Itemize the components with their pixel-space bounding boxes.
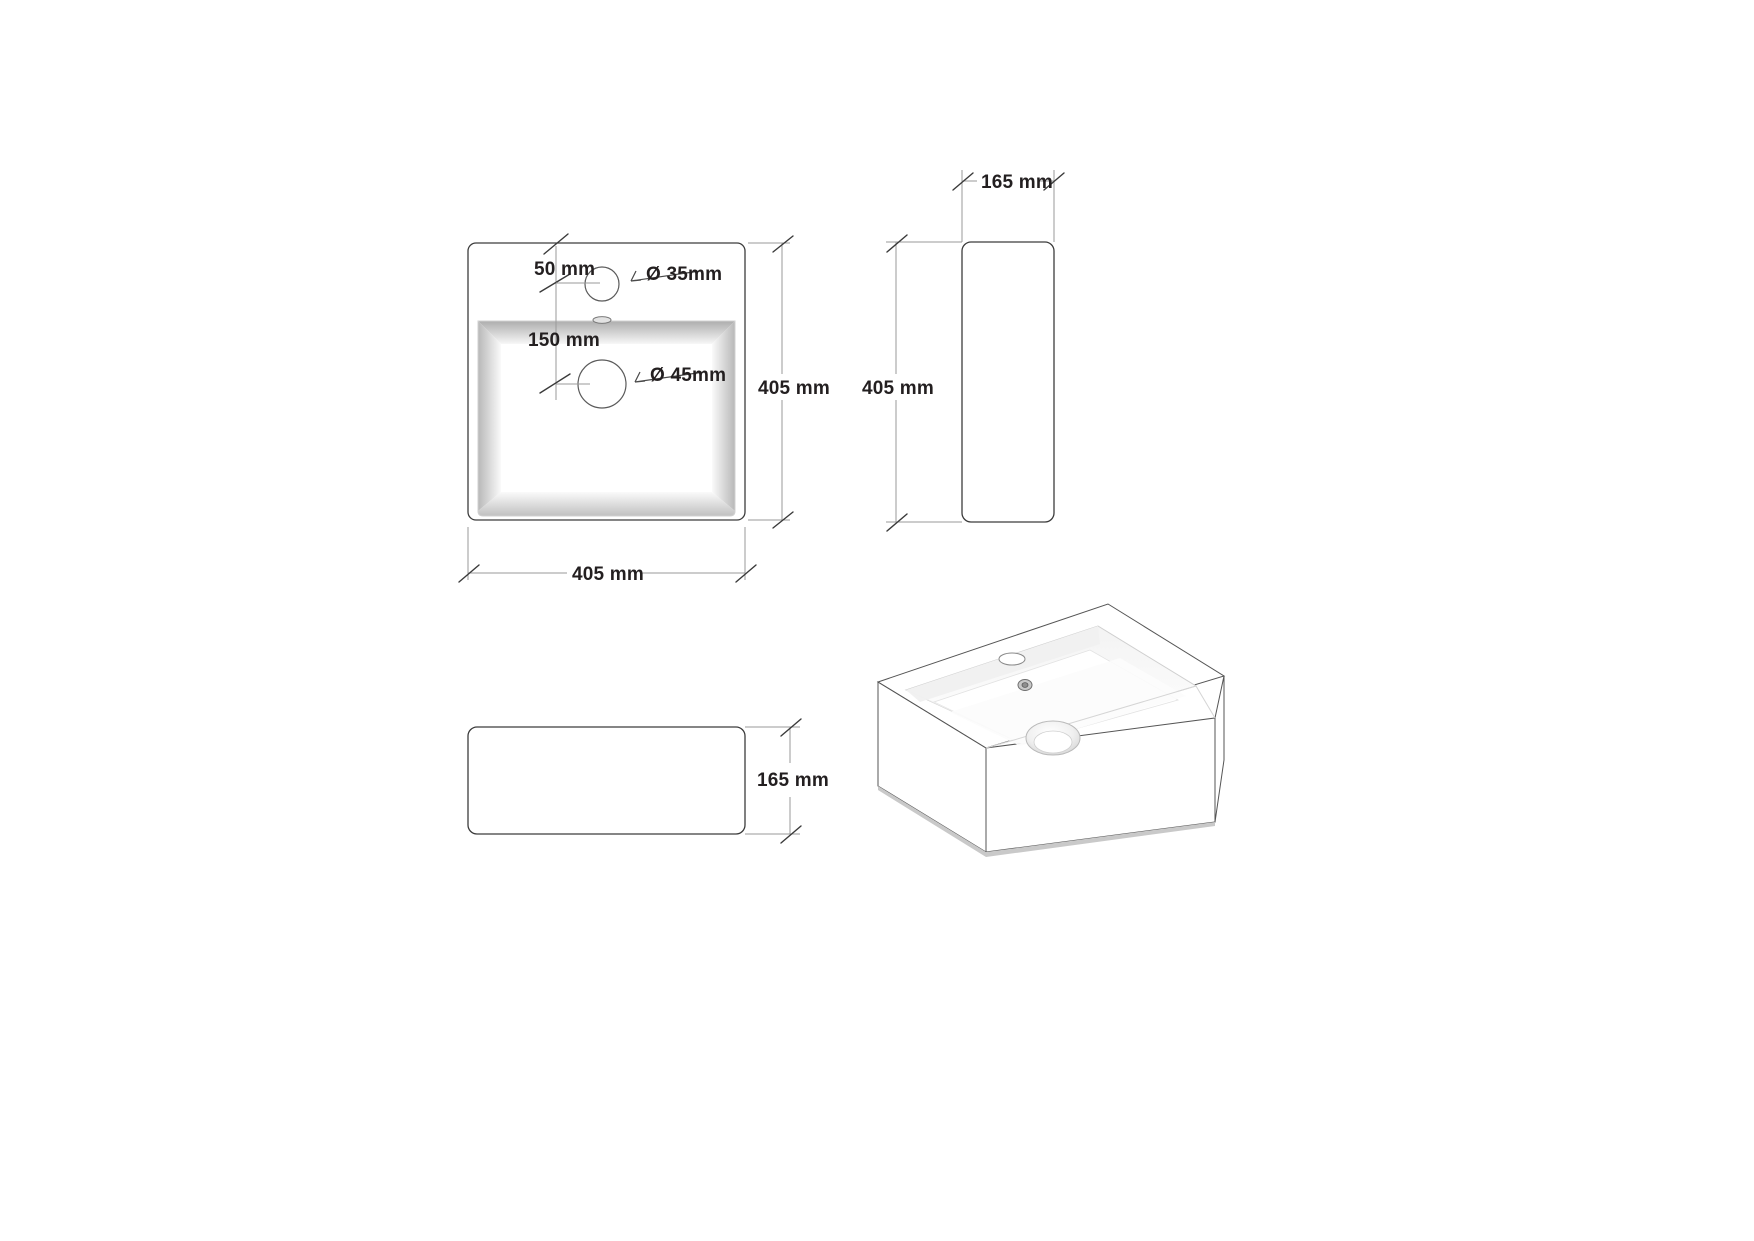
top-view-dimensions xyxy=(458,233,794,583)
side-view-depth-label: 165 mm xyxy=(981,172,1053,193)
top-view-tap-hole-offset-label: 50 mm xyxy=(534,259,596,280)
front-view-dimensions xyxy=(745,718,802,844)
front-view-height-label: 165 mm xyxy=(757,770,829,791)
isometric-view-body xyxy=(876,603,1226,857)
top-view-height-label: 405 mm xyxy=(758,378,830,399)
top-view-waste-hole-offset-label: 150 mm xyxy=(528,330,600,351)
top-view-waste-hole-diameter-label: Ø 45mm xyxy=(650,365,727,386)
top-view-tap-hole-diameter-label: Ø 35mm xyxy=(646,264,723,285)
front-view-body xyxy=(467,726,746,835)
side-view-height-label: 405 mm xyxy=(862,378,934,399)
side-view-body xyxy=(961,241,1055,523)
top-view-body xyxy=(467,242,746,521)
top-view-width-label: 405 mm xyxy=(572,564,644,585)
side-view-dimensions xyxy=(886,170,1065,532)
